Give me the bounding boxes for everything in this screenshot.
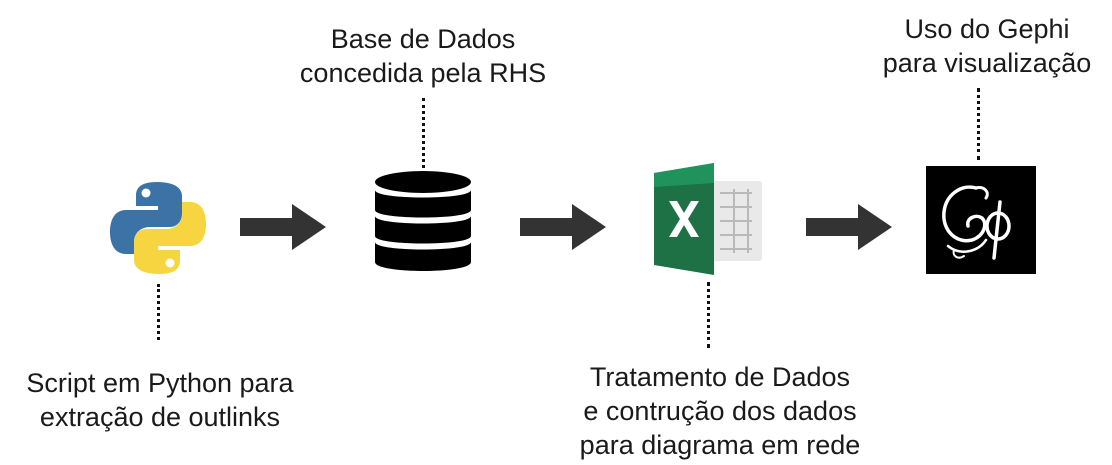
database-icon bbox=[373, 170, 473, 276]
arrow-right-icon bbox=[806, 204, 892, 255]
label-python: Script em Python para extração de outlin… bbox=[26, 368, 294, 432]
python-logo-icon bbox=[108, 178, 208, 278]
connector-database bbox=[422, 98, 425, 168]
arrow-right-icon bbox=[520, 204, 606, 255]
connector-excel bbox=[707, 282, 710, 348]
gephi-logo-icon bbox=[926, 166, 1036, 274]
excel-icon bbox=[652, 163, 764, 275]
label-excel: Tratamento de Dados e contrução dos dado… bbox=[579, 362, 861, 460]
arrow-right-icon bbox=[240, 204, 326, 255]
label-gephi: Uso do Gephi para visualização bbox=[882, 14, 1092, 78]
label-database: Base de Dados concedida pela RHS bbox=[299, 24, 547, 88]
connector-python bbox=[157, 284, 160, 340]
connector-gephi bbox=[977, 88, 980, 160]
